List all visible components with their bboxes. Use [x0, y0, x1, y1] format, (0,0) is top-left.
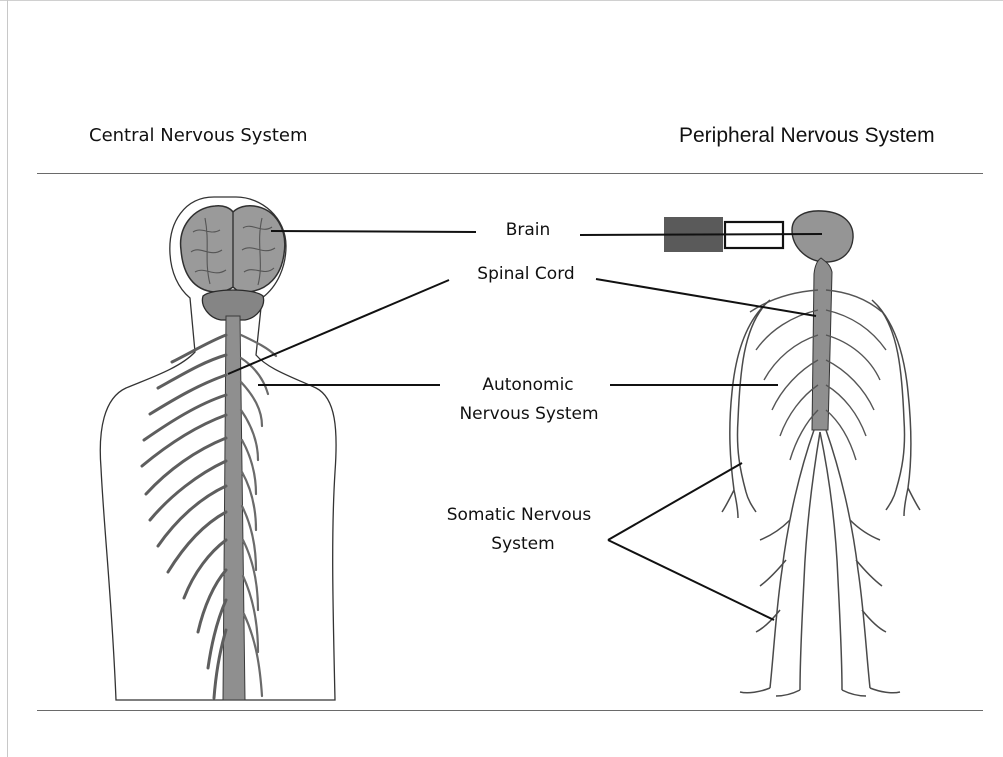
full-body-figure — [722, 211, 920, 696]
right-leg-nerves — [740, 430, 900, 696]
brain-leader-right — [580, 234, 822, 235]
spinal-cord-label: Spinal Cord — [456, 262, 596, 286]
right-brain — [792, 211, 853, 262]
brain-leader-left — [271, 231, 476, 232]
somatic-label-line2: System — [478, 532, 568, 556]
back-view-figure — [100, 197, 336, 700]
autonomic-label-line2: Nervous System — [444, 402, 614, 426]
back-left-nerves — [142, 335, 226, 698]
autonomic-label-line1: Autonomic — [454, 373, 602, 397]
somatic-leader-upper — [608, 463, 742, 540]
back-right-nerves — [241, 335, 276, 696]
spinal-cord-leader-right — [596, 279, 816, 316]
somatic-leader-lower — [608, 540, 774, 620]
brain-label: Brain — [488, 218, 568, 242]
right-spinal-cord — [812, 258, 832, 430]
somatic-label-line1: Somatic Nervous — [434, 503, 604, 527]
